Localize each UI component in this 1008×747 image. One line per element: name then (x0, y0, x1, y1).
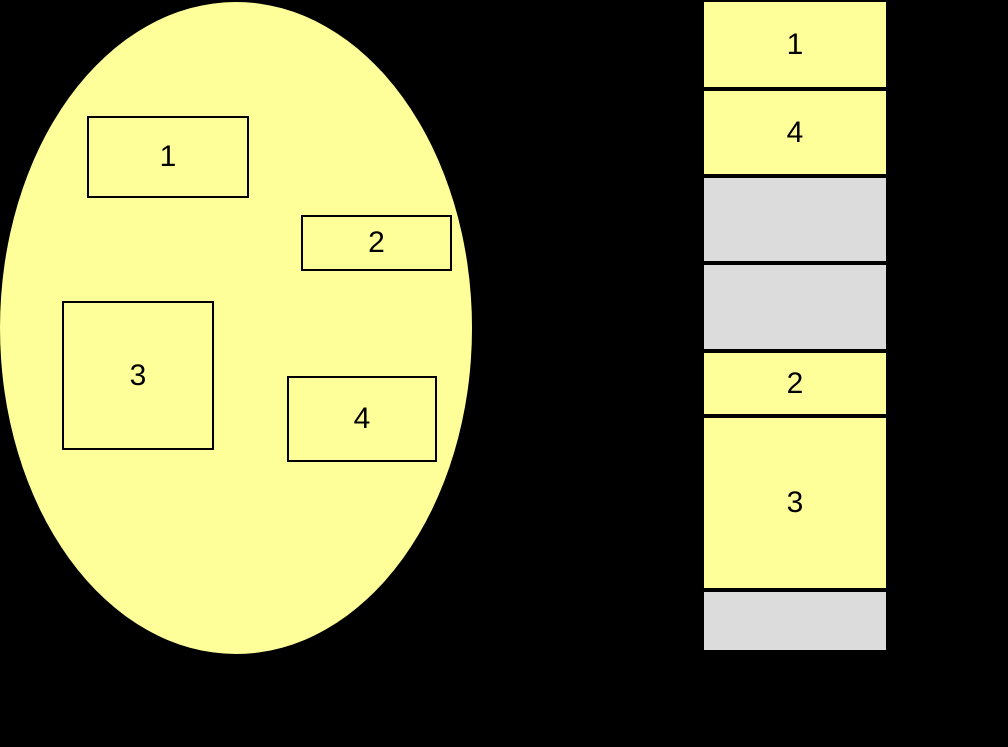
memory-segment-7-free[interactable] (702, 590, 888, 652)
memory-segment-1-label: 1 (786, 27, 804, 61)
memory-bar: 1 4 2 3 (702, 0, 888, 652)
memory-segment-3-free[interactable] (702, 176, 888, 263)
pool-block-3[interactable]: 3 (62, 301, 214, 450)
pool-block-4-label: 4 (353, 402, 371, 435)
pool-block-4[interactable]: 4 (287, 376, 437, 462)
memory-segment-6[interactable]: 3 (702, 416, 888, 590)
pool-block-1-label: 1 (159, 140, 177, 173)
pool-block-2-label: 2 (368, 226, 385, 259)
memory-segment-6-label: 3 (786, 486, 804, 519)
pool-block-1[interactable]: 1 (87, 116, 249, 198)
memory-segment-5[interactable]: 2 (702, 351, 888, 416)
memory-segment-5-label: 2 (786, 366, 804, 400)
pool-block-2[interactable]: 2 (301, 215, 452, 271)
memory-segment-2-label: 4 (786, 115, 804, 149)
pool-block-3-label: 3 (129, 358, 147, 392)
memory-segment-1[interactable]: 1 (702, 0, 888, 89)
memory-segment-4-free[interactable] (702, 263, 888, 351)
memory-segment-2[interactable]: 4 (702, 89, 888, 176)
